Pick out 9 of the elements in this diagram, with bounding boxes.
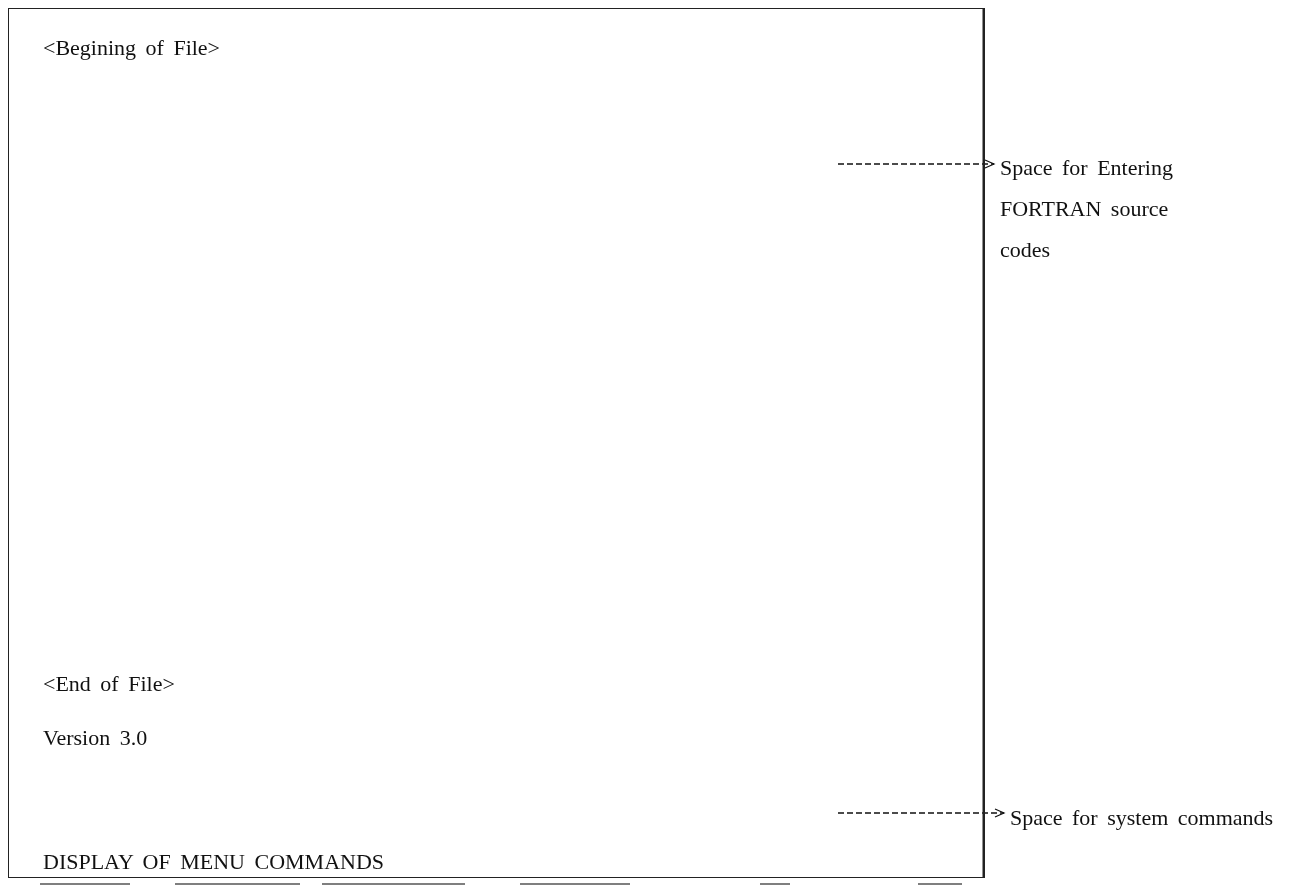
menu-commands-text: DISPLAY OF MENU COMMANDS — [43, 849, 385, 875]
screen-frame — [8, 8, 985, 878]
file-start-marker: <Begining of File> — [43, 35, 221, 61]
version-text: Version 3.0 — [43, 725, 148, 751]
annotation-text: Space for system commands — [1010, 797, 1280, 838]
dashed-arrow — [837, 808, 1005, 818]
annotation-text: Space for Entering FORTRAN source codes — [1000, 147, 1196, 270]
dashed-arrow — [837, 159, 995, 169]
file-end-marker: <End of File> — [43, 671, 175, 697]
